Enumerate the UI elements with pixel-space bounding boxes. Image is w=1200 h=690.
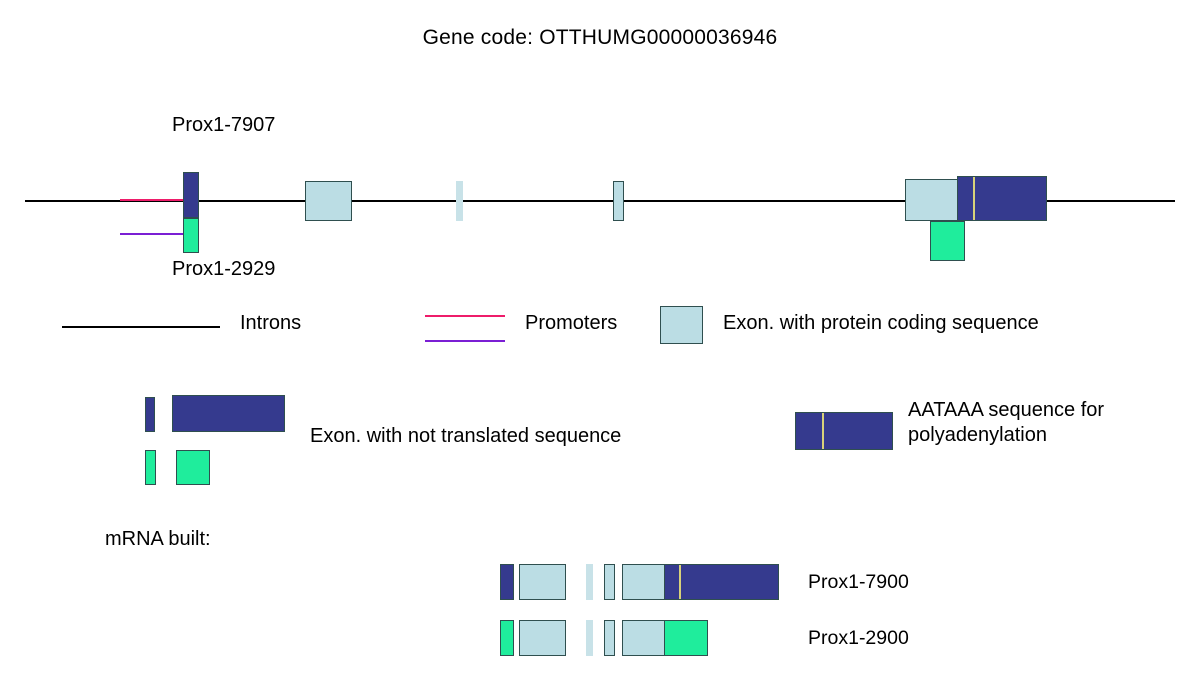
intron-backbone [25,200,1175,202]
exon-5-untranslated-green [930,221,965,261]
exon-1-untranslated-blue [183,172,199,218]
mrna2-segment-coding-narrow [604,620,615,656]
gene-track: Prox1-7907 Prox1-2929 [0,0,1200,290]
mrna-row-prox1-7900 [0,0,1200,1]
exon-4-coding-narrow [613,181,624,221]
exon-5-untranslated-blue [957,176,1047,221]
exon-5-coding [905,179,958,221]
mrna1-segment-coding-thin [586,564,593,600]
legend-aataaa-label: AATAAA sequence for polyadenylation [908,399,1105,446]
mrna2-segment-coding-1 [519,620,566,656]
mrna2-segment-coding-2 [622,620,665,656]
legend-exon-coding-swatch [660,306,703,344]
mrna-section-label: mRNA built: [105,528,211,550]
aataaa-marker [973,177,975,220]
transcript-label-top: Prox1-7907 [172,114,276,136]
mrna1-segment-coding-2 [622,564,665,600]
legend-exon-not-translated-label: Exon. with not translated sequence [310,425,622,447]
legend-promoter-pink-line [425,315,505,317]
mrna1-label: Prox1-7900 [808,571,909,593]
page-title: Gene code: OTTHUMG00000036946 [422,26,778,49]
legend-aataaa-marker [822,413,824,449]
exon-1-untranslated-green [183,218,199,253]
legend-promoters-label: Promoters [525,312,618,334]
mrna1-segment-untranslated-blue-2 [664,564,779,600]
legend-introns-label: Introns [240,312,302,334]
legend-untranslated-green-wide [176,450,210,485]
legend-introns-line [62,326,220,328]
legend-untranslated-green-narrow [145,450,156,485]
mrna1-segment-coding-1 [519,564,566,600]
exon-2-coding [305,181,352,221]
mrna2-segment-untranslated-green [500,620,514,656]
mrna1-aataaa-marker [679,565,681,599]
promoter-line-purple [120,233,198,235]
mrna2-label: Prox1-2900 [808,627,909,649]
legend-untranslated-blue-narrow [145,397,155,432]
exon-3-coding-thin [456,181,463,221]
legend-promoter-purple-line [425,340,505,342]
legend-untranslated-blue-wide [172,395,285,432]
mrna1-segment-coding-narrow [604,564,615,600]
legend-exon-coding-label: Exon. with protein coding sequence [723,312,1039,334]
mrna1-segment-untranslated-blue [500,564,514,600]
legend-aataaa-swatch [795,412,893,450]
mrna2-segment-coding-thin [586,620,593,656]
mrna2-segment-untranslated-green-2 [664,620,708,656]
transcript-label-bottom: Prox1-2929 [172,258,276,280]
promoter-line-pink [120,199,198,201]
